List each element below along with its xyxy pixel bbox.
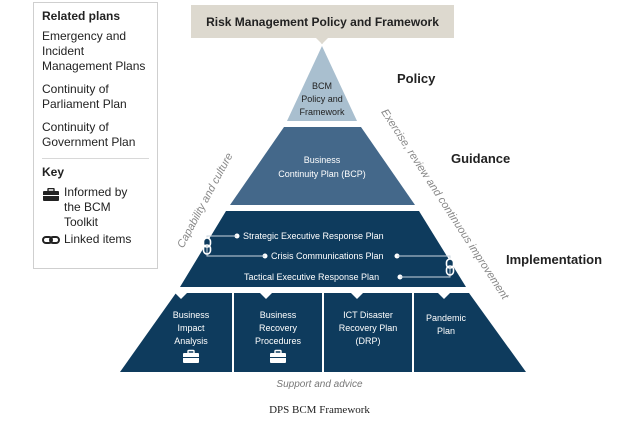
pandemic-line: Plan (437, 326, 455, 336)
level-policy-label: Policy (397, 71, 436, 86)
brp-line: Business (260, 310, 297, 320)
bia-line: Business (173, 310, 210, 320)
legend-divider (42, 158, 149, 159)
pyramid-tier-plans (180, 211, 466, 287)
pyramid-tier-guidance (230, 127, 415, 205)
drp-line: ICT Disaster (343, 310, 393, 320)
brp-line: Procedures (255, 336, 302, 346)
support-label: Support and advice (276, 379, 363, 390)
title-pointer (316, 38, 328, 44)
plan-strategic-executive: Strategic Executive Response Plan (243, 231, 384, 241)
briefcase-icon (183, 349, 199, 363)
legend-related-item: Continuity of Parliament Plan (42, 82, 127, 111)
chain-link-icon (202, 237, 212, 255)
legend-key-informed: Informed by the BCM Toolkit (42, 185, 157, 230)
plan-crisis-communications: Crisis Communications Plan (271, 251, 384, 261)
legend-panel: Related plans Emergency and Incident Man… (33, 2, 158, 269)
drp-line: Recovery Plan (339, 323, 398, 333)
legend-key-linked: Linked items (42, 232, 157, 247)
legend-key-informed-text: Informed by the BCM Toolkit (64, 185, 128, 229)
top-tier-line: Framework (299, 107, 345, 117)
pyramid-tier-policy (287, 46, 357, 121)
legend-key-heading: Key (42, 165, 65, 179)
plan-tactical-executive: Tactical Executive Response Plan (244, 272, 379, 282)
framework-title: Risk Management Policy and Framework (191, 5, 454, 38)
drp-line: (DRP) (356, 336, 381, 346)
top-tier-line: Policy and (301, 94, 343, 104)
chain-link-icon (42, 232, 64, 245)
bottom-notch (260, 293, 272, 299)
legend-key-linked-text: Linked items (64, 232, 132, 246)
bottom-notch (438, 293, 450, 299)
level-guidance-label: Guidance (451, 151, 511, 166)
legend-related-item: Continuity of Government Plan (42, 120, 136, 149)
legend-related-item: Emergency and Incident Management Plans (42, 29, 146, 73)
legend-related-heading: Related plans (42, 9, 121, 23)
bia-line: Impact (177, 323, 205, 333)
bottom-notch (175, 293, 187, 299)
top-tier-line: BCM (312, 81, 332, 91)
bottom-notch (351, 293, 363, 299)
bia-line: Analysis (174, 336, 208, 346)
brp-line: Recovery (259, 323, 298, 333)
figure-caption: DPS BCM Framework (269, 404, 370, 416)
chain-link-icon (445, 258, 455, 276)
middle-tier-line: Business (304, 155, 341, 165)
briefcase-icon (270, 349, 286, 363)
level-implementation-label: Implementation (506, 252, 603, 267)
middle-tier-line: Continuity Plan (BCP) (278, 169, 366, 179)
briefcase-icon (42, 185, 64, 202)
pandemic-line: Pandemic (426, 313, 467, 323)
